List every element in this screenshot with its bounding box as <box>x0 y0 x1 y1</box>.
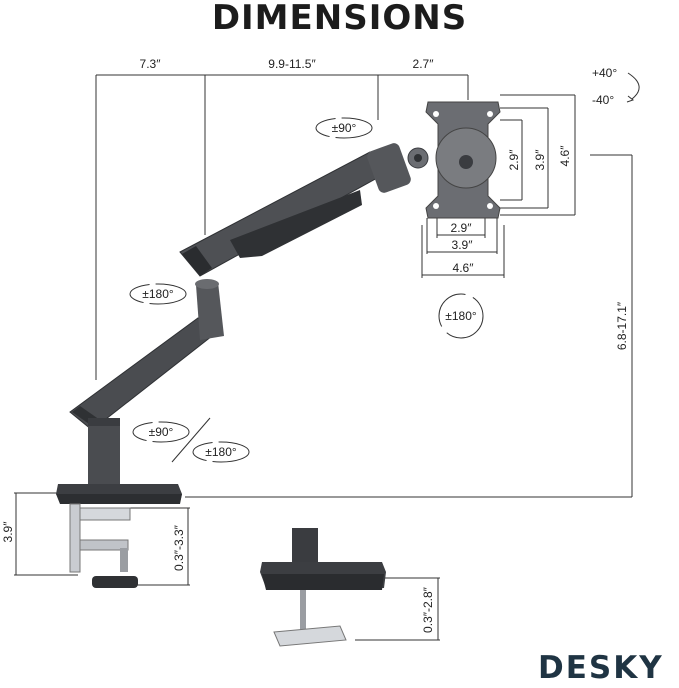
clamp-height: 3.9″ <box>1 521 15 543</box>
svg-text:±180°: ±180° <box>142 287 174 301</box>
brand-logo: DESKY <box>538 650 664 686</box>
clamp-range: 0.3″-3.3″ <box>172 524 186 571</box>
dimension-lines <box>14 74 633 641</box>
page-title: DIMENSIONS <box>211 0 468 38</box>
rotation-badge-elbow: ±180° <box>129 283 187 305</box>
vesa-h-small: 2.9″ <box>451 221 473 235</box>
tilt-up: +40° <box>592 66 617 80</box>
vesa-v-small: 2.9″ <box>507 149 521 171</box>
vesa-h-med: 3.9″ <box>452 238 474 252</box>
c-clamp <box>69 503 138 588</box>
vesa-plate <box>425 101 501 219</box>
vesa-h-large: 4.6″ <box>453 261 475 275</box>
rotation-badge-head: ±90° <box>315 117 373 139</box>
tilt-down: -40° <box>592 93 614 107</box>
svg-text:±180°: ±180° <box>205 445 237 459</box>
svg-text:±90°: ±90° <box>149 425 174 439</box>
tilt-arrow-icon <box>627 72 640 100</box>
vesa-v-med: 3.9″ <box>533 149 547 171</box>
monitor-arm <box>56 143 429 504</box>
rotation-badge-base-swivel: ±180° <box>192 441 250 463</box>
vesa-v-large: 4.6″ <box>558 145 572 167</box>
rotation-badge-base-tilt: ±90° <box>132 421 190 443</box>
svg-text:±90°: ±90° <box>332 121 357 135</box>
grommet-range: 0.3″-2.8″ <box>421 586 435 633</box>
rotation-badge-screen: ±180° <box>438 293 484 339</box>
dim-7-3: 7.3″ <box>140 57 162 71</box>
height-range: 6.8-17.1″ <box>615 301 629 350</box>
grommet-mount <box>260 528 386 647</box>
dim-9-9-11-5: 9.9-11.5″ <box>268 57 316 71</box>
dim-2-7: 2.7″ <box>413 57 435 71</box>
svg-text:±180°: ±180° <box>445 309 477 323</box>
